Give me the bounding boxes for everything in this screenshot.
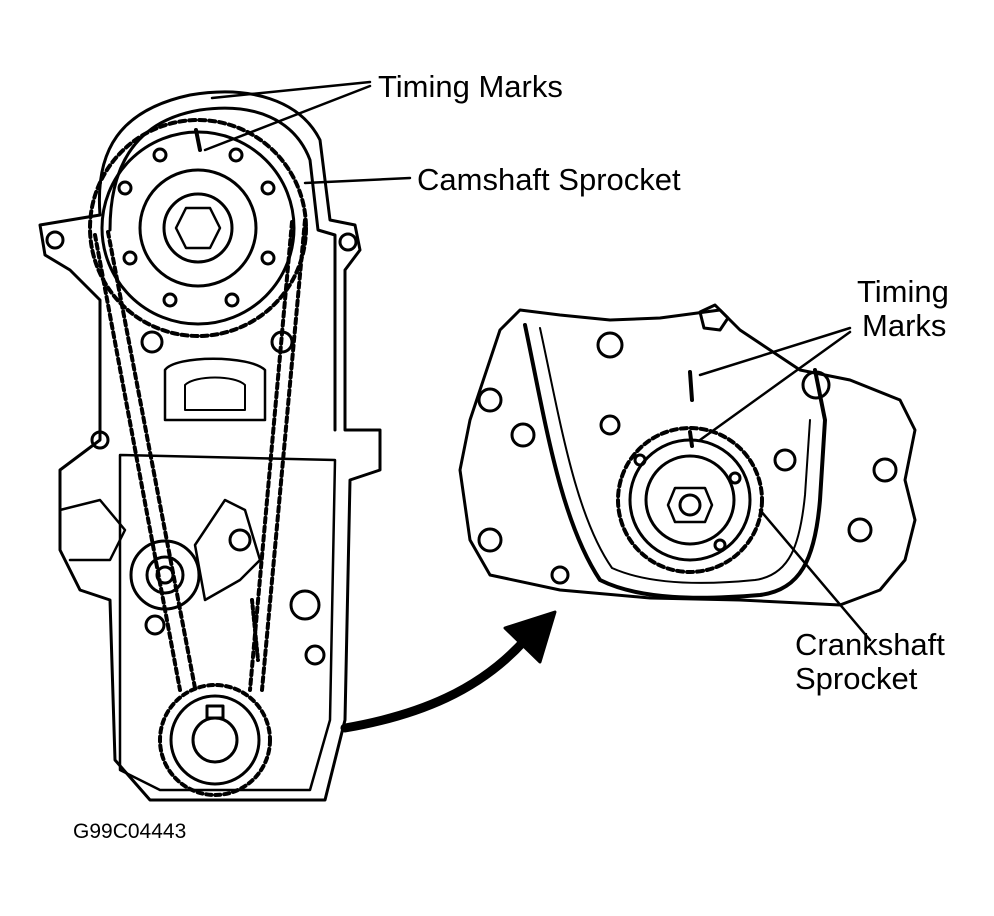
label-camshaft-sprocket: Camshaft Sprocket — [417, 162, 681, 197]
belt-tensioner — [129, 498, 262, 662]
transition-arrow — [340, 610, 557, 733]
crankshaft-sprocket-left — [158, 683, 272, 797]
label-timing-right-line2: Marks — [862, 308, 947, 343]
figure-code: G99C04443 — [73, 820, 187, 843]
label-timing-marks-top: Timing Marks — [378, 69, 563, 104]
crankshaft-sprocket-closeup — [616, 426, 764, 574]
timing-marks-top-leaders — [203, 80, 412, 185]
timing-cover-outline — [38, 90, 382, 802]
label-timing-right-line1: Timing — [857, 274, 949, 309]
engine-front-view — [38, 90, 382, 802]
camshaft-sprocket-left — [88, 118, 308, 338]
closeup-housing-outline — [458, 308, 917, 607]
closeup-leaders — [698, 326, 872, 642]
label-crankshaft-line2: Sprocket — [795, 661, 918, 696]
timing-belt — [93, 218, 307, 692]
label-crankshaft-line1: Crankshaft — [795, 627, 945, 662]
